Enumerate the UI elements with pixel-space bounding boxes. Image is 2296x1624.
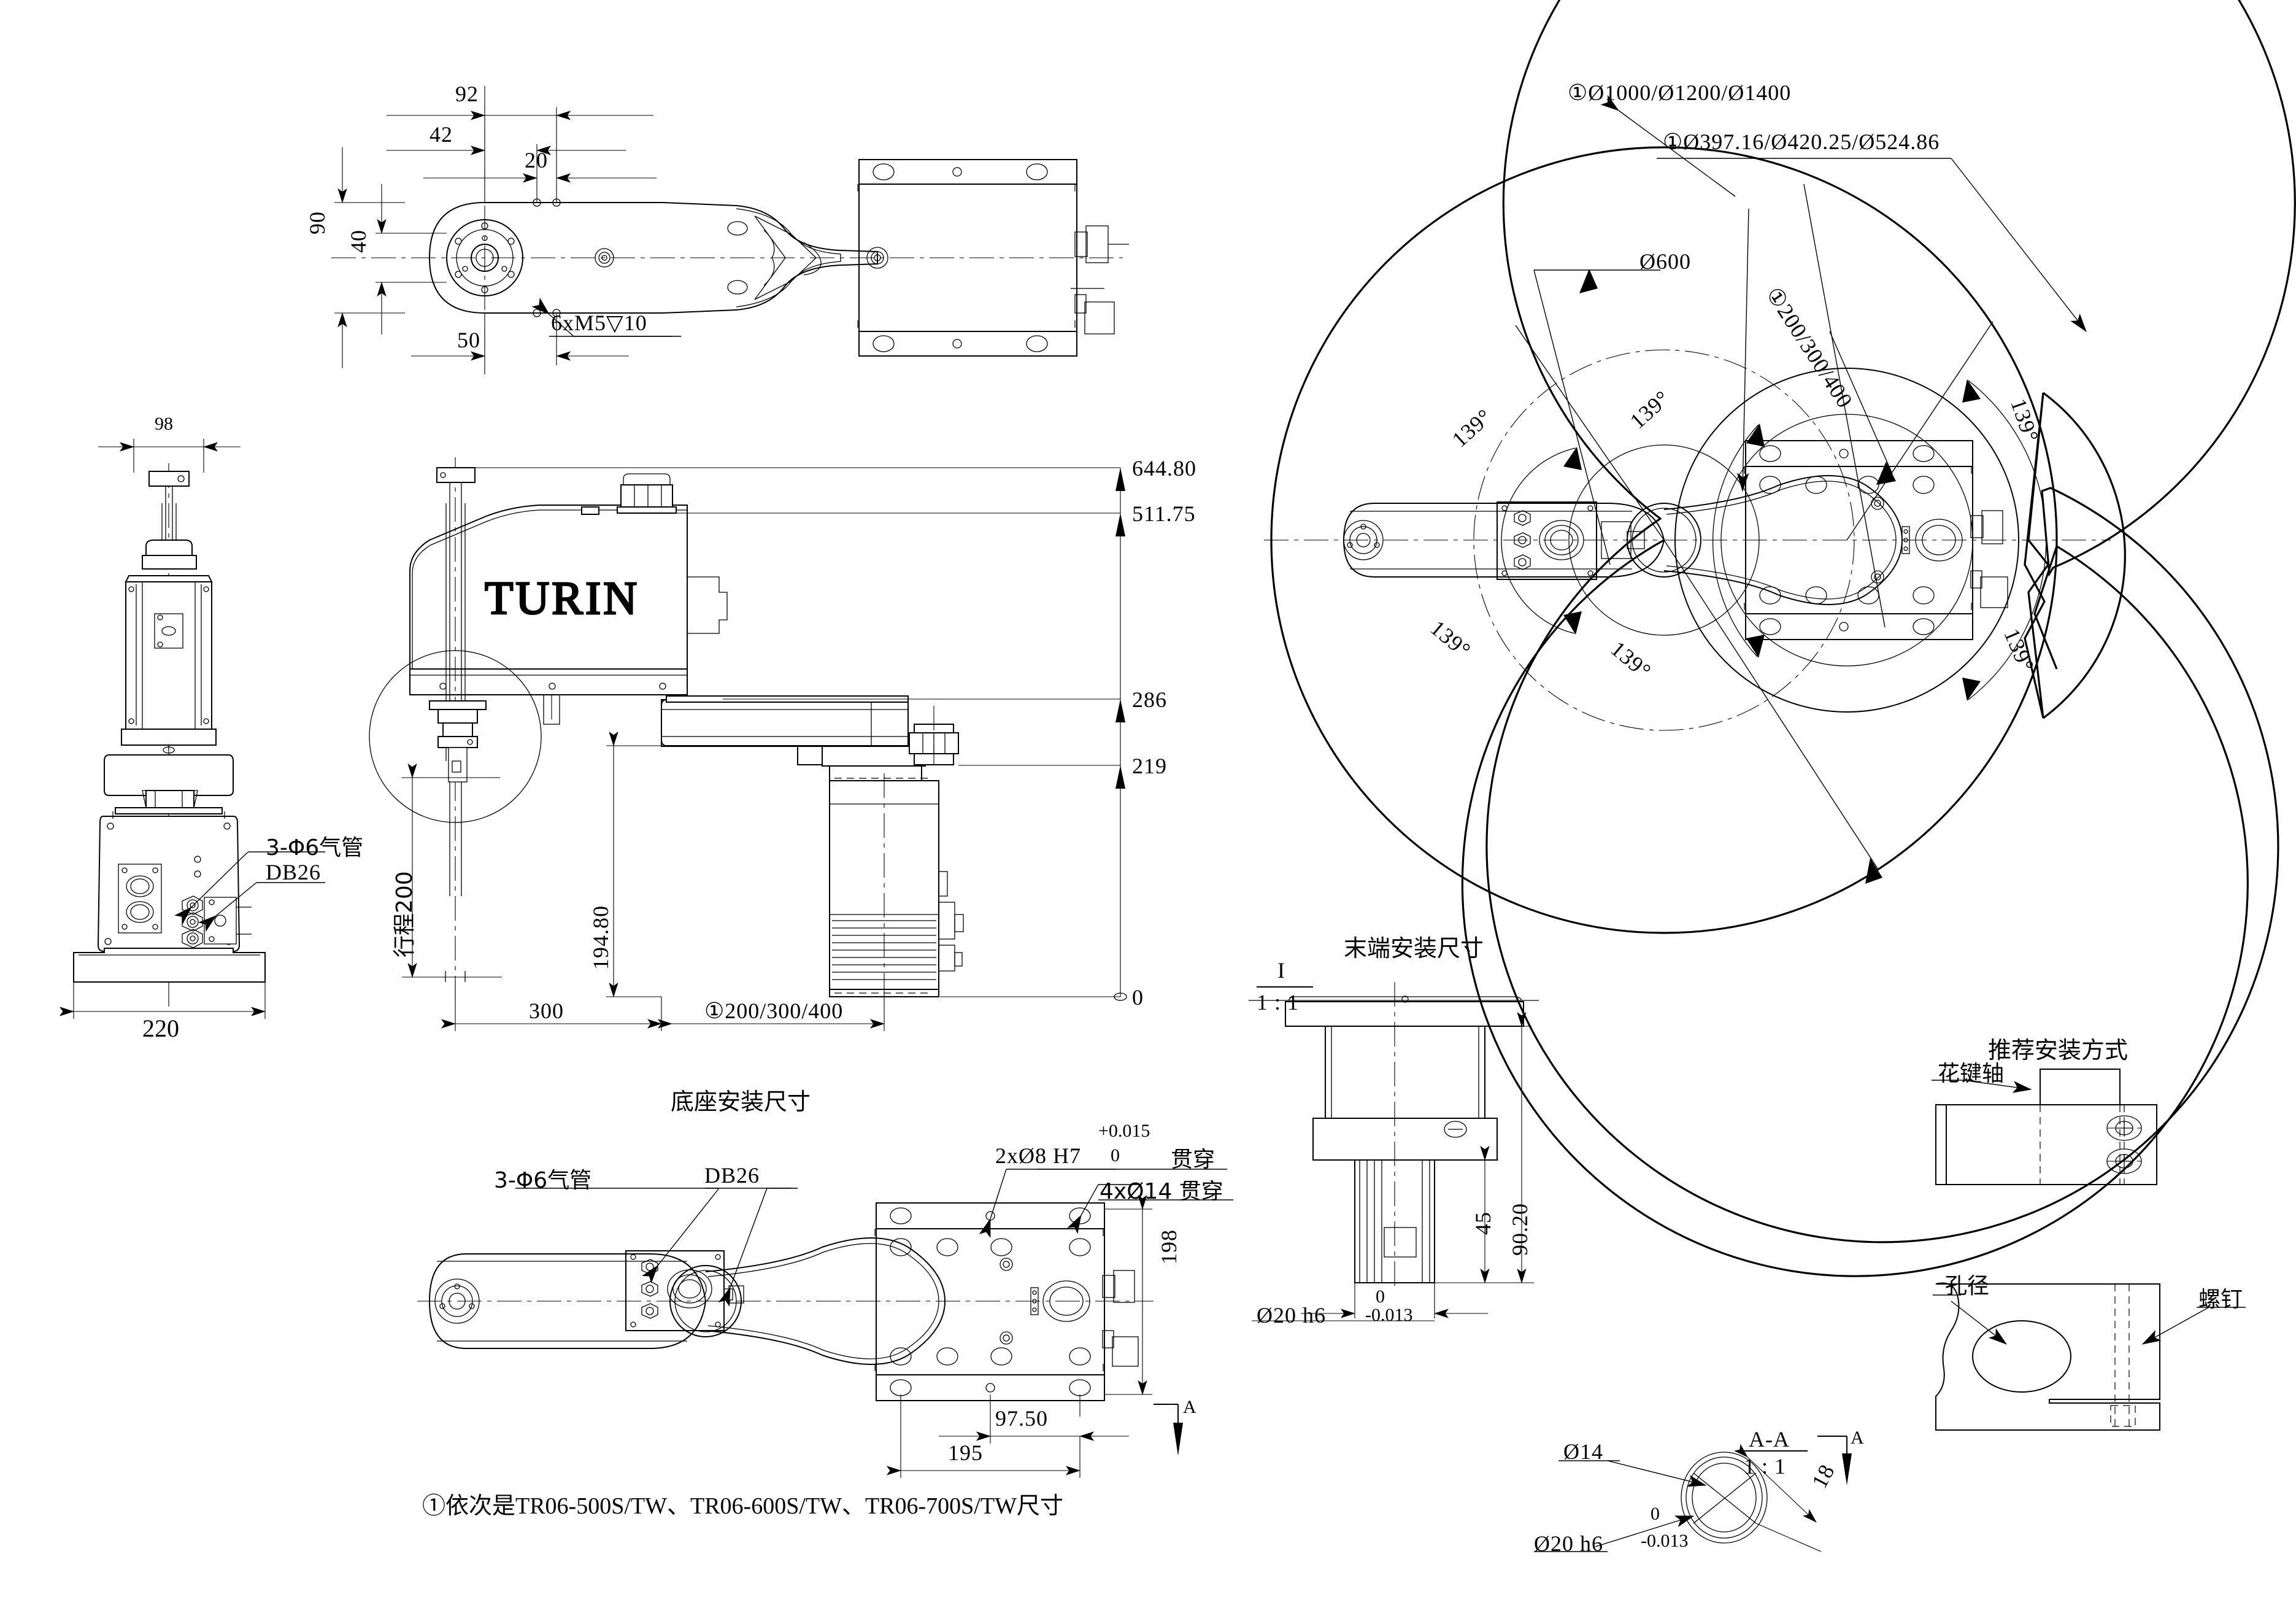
turin-logo: TURIN bbox=[485, 573, 639, 624]
tol-shaft2-upper: 0 bbox=[1651, 1504, 1660, 1524]
recommended-installation bbox=[1932, 1069, 2246, 1431]
work-envelope-top-view bbox=[1264, 0, 2296, 1277]
callout-air-tube-side: 3-Φ6气管 bbox=[266, 835, 364, 860]
detail-scale-i: 1 : 1 bbox=[1257, 990, 1300, 1015]
dim-shaft-dia20-h6: Ø20 h6 bbox=[1257, 1303, 1326, 1328]
section-scale-aa: 1 : 1 bbox=[1744, 1454, 1787, 1479]
dim-20: 20 bbox=[525, 148, 548, 172]
label-envelope-outer: ①Ø1000/Ø1200/Ø1400 bbox=[1568, 80, 1792, 105]
dim-42: 42 bbox=[430, 122, 453, 147]
dim-220: 220 bbox=[142, 1015, 179, 1042]
title-end-mount: 末端安装尺寸 bbox=[1344, 935, 1484, 962]
end-mounting-dimensions bbox=[1249, 982, 1852, 1552]
title-install-method: 推荐安装方式 bbox=[1988, 1037, 2128, 1064]
dim-219: 219 bbox=[1132, 754, 1167, 778]
dim-50: 50 bbox=[457, 328, 480, 352]
dim-stroke-200: 行程200 bbox=[392, 871, 417, 957]
dim-194-80: 194.80 bbox=[588, 905, 613, 970]
tol-shaft-upper: 0 bbox=[1376, 1286, 1385, 1307]
callout-db26-base: DB26 bbox=[704, 1163, 760, 1188]
label-dia14: Ø14 bbox=[1563, 1439, 1603, 1464]
callout-2x-dia8-h7: 2xØ8 H7 bbox=[995, 1143, 1081, 1168]
dim-shaft2-dia20-h6: Ø20 h6 bbox=[1534, 1531, 1603, 1556]
dim-195: 195 bbox=[948, 1440, 983, 1465]
tol-shaft2-lower: -0.013 bbox=[1641, 1531, 1689, 1551]
callout-spline-shaft: 花键轴 bbox=[1938, 1061, 2005, 1086]
dim-511-75: 511.75 bbox=[1132, 501, 1196, 526]
dim-98: 98 bbox=[155, 414, 173, 434]
dim-286: 286 bbox=[1132, 687, 1167, 712]
detail-tag-i: I bbox=[1277, 958, 1285, 983]
dim-92: 92 bbox=[455, 82, 479, 106]
dim-198: 198 bbox=[1157, 1229, 1181, 1264]
front-view: TURIN bbox=[369, 457, 1127, 1031]
dim-90: 90 bbox=[305, 211, 329, 234]
dim-40: 40 bbox=[346, 230, 371, 253]
dim-45: 45 bbox=[1471, 1212, 1495, 1235]
dim-arm2-length: ①200/300/400 bbox=[704, 999, 844, 1023]
section-marker-a-base: A bbox=[1183, 1397, 1196, 1417]
label-envelope-inner: ①Ø397.16/Ø420.25/Ø524.86 bbox=[1663, 130, 1940, 154]
callout-screw: 螺钉 bbox=[2198, 1287, 2243, 1312]
callout-air-tube-base: 3-Φ6气管 bbox=[494, 1168, 592, 1193]
callout-6xm5: 6xM5▽10 bbox=[551, 311, 647, 335]
dim-90-20: 90.20 bbox=[1508, 1203, 1532, 1256]
section-marker-a-end: A bbox=[1851, 1428, 1864, 1448]
base-mounting-dimensions bbox=[417, 1169, 1233, 1478]
callout-4x-dia14-through: 4xØ14 贯穿 bbox=[1100, 1179, 1223, 1204]
dim-zero: 0 bbox=[1132, 985, 1144, 1010]
left-side-view bbox=[59, 439, 325, 1019]
section-label-aa: A-A bbox=[1749, 1427, 1790, 1452]
label-envelope-600: Ø600 bbox=[1639, 249, 1691, 274]
dim-97-50: 97.50 bbox=[995, 1406, 1048, 1431]
top-view-arm bbox=[331, 86, 1129, 374]
footnote-models: ①依次是TR06-500S/TW、TR06-600S/TW、TR06-700S/… bbox=[422, 1493, 1063, 1519]
tol-hole8-upper: +0.015 bbox=[1098, 1121, 1150, 1141]
callout-hole8-through: 贯穿 bbox=[1171, 1147, 1215, 1172]
tol-shaft-lower: -0.013 bbox=[1365, 1305, 1413, 1325]
callout-bore-diameter: 孔径 bbox=[1945, 1274, 1990, 1299]
tol-hole8-lower: 0 bbox=[1111, 1145, 1120, 1166]
callout-db26-side: DB26 bbox=[266, 860, 322, 884]
section-aa bbox=[1534, 1436, 1852, 1552]
dim-300: 300 bbox=[529, 999, 564, 1023]
title-base-mount: 底座安装尺寸 bbox=[671, 1088, 811, 1115]
dim-644-80: 644.80 bbox=[1132, 456, 1196, 481]
